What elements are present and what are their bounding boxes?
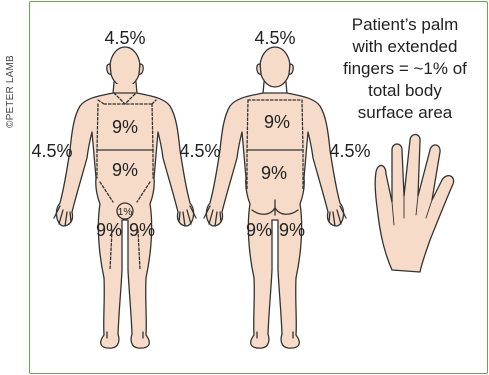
back-head	[260, 47, 290, 87]
back-right-leg-percent: 9%	[279, 220, 305, 240]
back-head-percent: 4.5%	[254, 28, 295, 48]
front-right-leg-percent: 9%	[129, 220, 155, 240]
back-right-arm-percent: 4.5%	[329, 141, 370, 161]
front-chest-percent: 9%	[112, 117, 138, 137]
front-head-percent: 4.5%	[104, 28, 145, 48]
front-genital-percent: 1%	[118, 207, 133, 218]
palm-note-line-1: Patient’s palm	[330, 14, 480, 36]
palm-hand-outline	[375, 134, 453, 272]
palm-note-line-3: fingers = ~1% of	[330, 58, 480, 80]
palm-note: Patient’s palm with extended fingers = ~…	[330, 14, 480, 124]
front-body-figure	[54, 47, 196, 348]
back-lower-percent: 9%	[261, 163, 287, 183]
front-neck	[114, 84, 136, 93]
back-body-figure	[204, 47, 346, 348]
front-left-arm-percent: 4.5%	[31, 141, 72, 161]
front-head	[110, 47, 140, 87]
front-left-leg-percent: 9%	[96, 220, 122, 240]
palm-note-line-5: surface area	[330, 102, 480, 124]
back-upper-percent: 9%	[264, 112, 290, 132]
palm-note-line-2: with extended	[330, 36, 480, 58]
palm-note-line-4: total body	[330, 80, 480, 102]
back-left-leg-percent: 9%	[246, 220, 272, 240]
front-abdomen-percent: 9%	[112, 160, 138, 180]
front-right-arm-percent: 4.5%	[179, 141, 220, 161]
